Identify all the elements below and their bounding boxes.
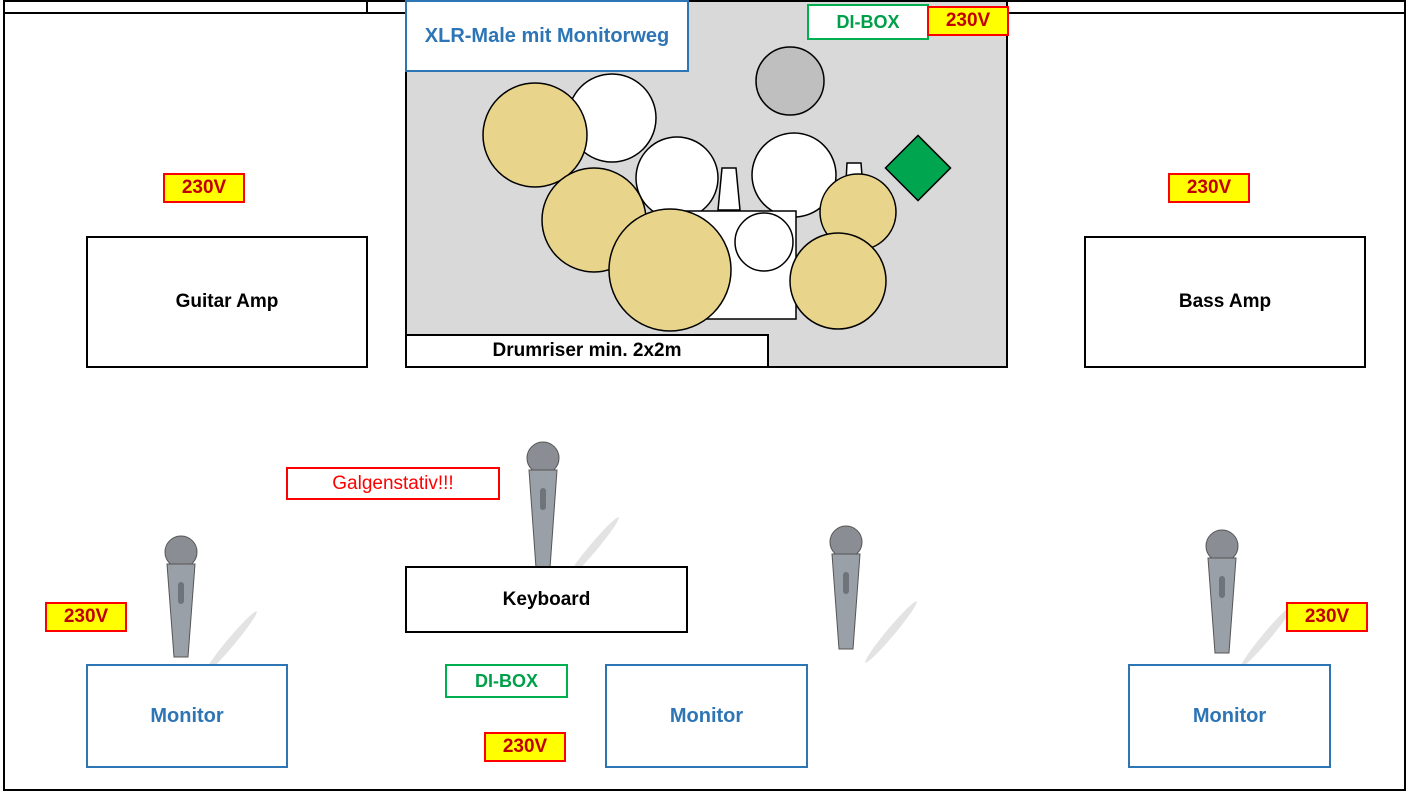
bass-amp: Bass Amp <box>1084 236 1366 368</box>
top-divider <box>366 0 368 14</box>
ride-cymbal <box>789 232 887 330</box>
monitor-left: Monitor <box>86 664 288 768</box>
grey-tom <box>755 46 825 116</box>
galgenstativ-note: Galgenstativ!!! <box>286 467 500 500</box>
power-230v-guitar: 230V <box>163 173 245 203</box>
rack-tom-2 <box>635 136 719 220</box>
drumriser-label: Drumriser min. 2x2m <box>405 334 769 368</box>
green-pad <box>884 134 952 202</box>
monitor-right: Monitor <box>1128 664 1331 768</box>
di-box-top: DI-BOX <box>807 4 929 40</box>
cymbal-left-top <box>482 82 588 188</box>
microphone-icon <box>1205 529 1293 667</box>
crash-cymbal <box>608 208 732 332</box>
keyboard: Keyboard <box>405 566 688 633</box>
di-box-bottom: DI-BOX <box>445 664 568 698</box>
power-230v-top: 230V <box>927 6 1009 36</box>
power-230v-bottom-right: 230V <box>1286 602 1368 632</box>
microphone-icon <box>164 535 257 673</box>
power-230v-bottom-center: 230V <box>484 732 566 762</box>
snare-drum <box>734 212 794 272</box>
monitor-center: Monitor <box>605 664 808 768</box>
pedal-stand-1 <box>717 167 741 211</box>
microphone-icon <box>829 525 917 663</box>
guitar-amp: Guitar Amp <box>86 236 368 368</box>
microphone-icon <box>526 441 619 579</box>
power-230v-bottom-left: 230V <box>45 602 127 632</box>
power-230v-bass: 230V <box>1168 173 1250 203</box>
xlr-label: XLR-Male mit Monitorweg <box>405 0 689 72</box>
